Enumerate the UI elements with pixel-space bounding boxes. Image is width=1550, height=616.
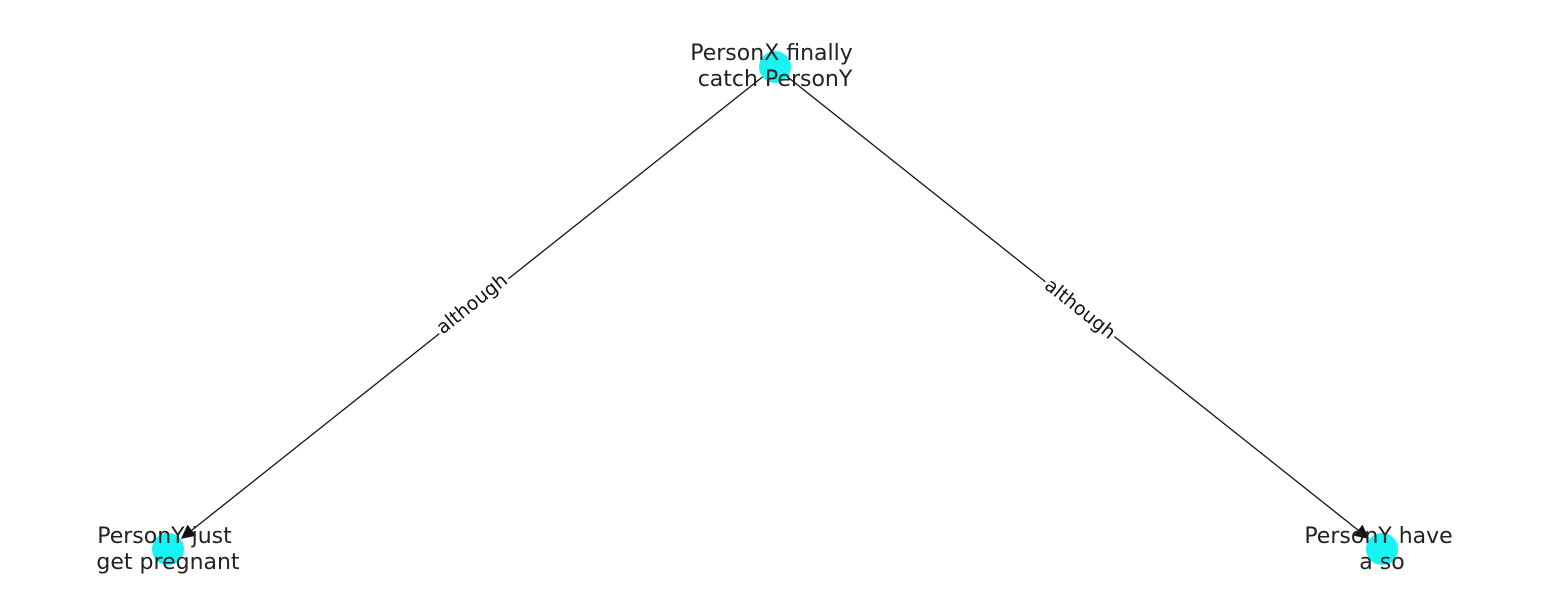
- node-right-label-line-2: a so: [1359, 550, 1404, 575]
- edge-label-top-to-right: although: [1037, 271, 1123, 347]
- node-right-label-line-1: PersonY have: [1304, 524, 1452, 549]
- node-left-label-line-1: PersonY just: [97, 524, 232, 549]
- node-right-circle: [1366, 533, 1398, 565]
- node-top-label: PersonX finally catch PersonY: [690, 41, 860, 92]
- node-left-label-line-2: get pregnant: [96, 550, 240, 575]
- node-left-label: PersonY just get pregnant: [96, 524, 240, 575]
- edge-label-text-right: although: [1040, 274, 1120, 344]
- node-left-circle: [152, 533, 184, 565]
- node-right-label: PersonY have a so: [1304, 524, 1459, 575]
- node-top-label-line-2: catch PersonY: [698, 67, 853, 92]
- node-top-circle: [759, 51, 791, 83]
- node-top-label-line-1: PersonX finally: [690, 41, 853, 66]
- edge-label-text-left: although: [432, 269, 512, 339]
- edge-label-top-to-left: although: [429, 266, 515, 342]
